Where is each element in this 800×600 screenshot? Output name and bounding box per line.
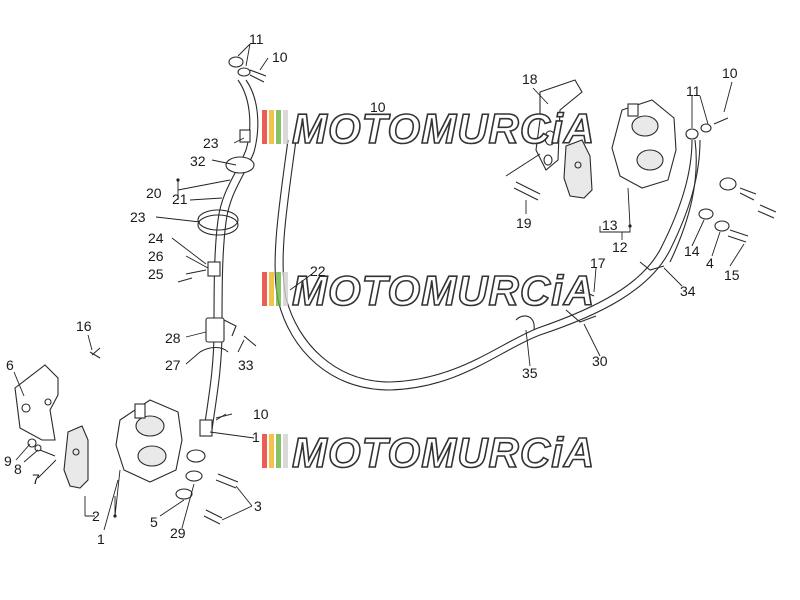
part-label-19: 19 (516, 215, 532, 231)
part-label-18: 18 (522, 71, 538, 87)
part-label-29: 29 (170, 525, 186, 541)
part-label-22: 22 (310, 263, 326, 279)
part-label-26: 26 (148, 248, 164, 264)
rear-hose-fittings (515, 117, 729, 331)
front-caliper-bolts (175, 449, 239, 525)
part-label-30: 30 (592, 353, 608, 369)
part-label-5: 5 (150, 514, 158, 530)
part-label-34: 34 (680, 283, 696, 299)
part-label-13: 13 (602, 217, 618, 233)
front-small-screw (27, 438, 56, 457)
part-label-10: 10 (722, 65, 738, 81)
rear-caliper-bracket (535, 79, 583, 171)
rear-brake-pad (563, 139, 593, 199)
watermark-middle: MOTOMURCiA (262, 266, 595, 315)
svg-text:MOTOMURCiA: MOTOMURCiA (292, 105, 595, 152)
part-label-23: 23 (130, 209, 146, 225)
front-hose-fittings (177, 56, 267, 437)
part-label-16: 16 (76, 318, 92, 334)
part-label-28: 28 (165, 330, 181, 346)
watermark-top: MOTOMURCiA (262, 104, 595, 153)
part-label-32: 32 (190, 153, 206, 169)
part-label-14: 14 (684, 243, 700, 259)
part-labels: 11 10 10 23 32 20 21 23 24 26 25 16 28 2… (4, 31, 740, 547)
part-label-27: 27 (165, 357, 181, 373)
rear-brake-hose (669, 139, 697, 263)
part-label-2: 2 (92, 508, 100, 524)
part-label-7: 7 (32, 471, 40, 487)
part-label-21: 21 (172, 191, 188, 207)
part-label-1: 1 (97, 531, 105, 547)
leader-lines (13, 43, 745, 531)
part-label-11: 11 (249, 31, 264, 47)
svg-text:MOTOMURCiA: MOTOMURCiA (292, 267, 595, 314)
part-label-8: 8 (14, 461, 22, 477)
rear-caliper-bolts (513, 177, 777, 243)
long-brake-hose (274, 139, 701, 391)
part-label-9: 9 (4, 453, 12, 469)
part-label-10: 10 (370, 99, 386, 115)
part-label-17: 17 (590, 255, 606, 271)
part-label-23: 23 (203, 135, 219, 151)
part-label-12: 12 (612, 239, 628, 255)
watermark-bottom: MOTOMURCiA (262, 428, 595, 477)
part-label-20: 20 (146, 185, 162, 201)
part-label-24: 24 (148, 230, 164, 246)
part-label-3: 3 (254, 498, 262, 514)
front-caliper-bracket (14, 364, 59, 441)
part-label-10: 10 (272, 49, 288, 65)
part-label-6: 6 (6, 357, 14, 373)
svg-text:MOTOMURCiA: MOTOMURCiA (292, 429, 595, 476)
front-brake-pad (63, 425, 89, 489)
part-label-1: 1 (252, 429, 260, 445)
part-label-25: 25 (148, 266, 164, 282)
part-label-15: 15 (724, 267, 740, 283)
rear-caliper-body (611, 99, 677, 189)
part-label-10: 10 (253, 406, 269, 422)
part-label-33: 33 (238, 357, 254, 373)
part-label-35: 35 (522, 365, 538, 381)
part-label-11: 11 (686, 83, 701, 99)
part-label-4: 4 (706, 255, 714, 271)
bleed-screw (89, 347, 101, 359)
front-caliper-body (115, 399, 183, 483)
